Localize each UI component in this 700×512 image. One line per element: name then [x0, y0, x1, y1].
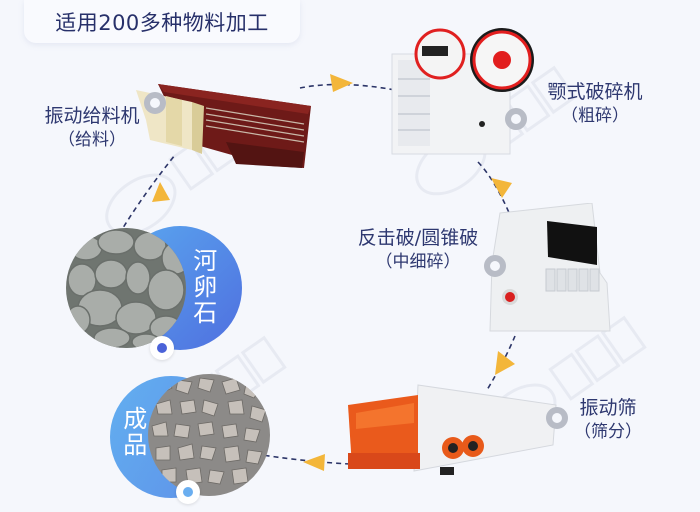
jaw-label: 颚式破碎机 （粗碎） [535, 80, 655, 127]
jaw-name: 颚式破碎机 [547, 81, 643, 103]
feeder-name: 振动给料机 [44, 105, 140, 127]
impact-name: 反击破/圆锥破 [357, 227, 479, 249]
page-title: 适用200多种物料加工 [55, 10, 269, 35]
jaw-marker-icon [505, 108, 527, 130]
feeder-role: （给料） [58, 129, 126, 150]
screen-marker-icon [546, 407, 568, 429]
feeder-label: 振动给料机 （给料） [32, 104, 152, 151]
screen-role: （筛分） [574, 421, 642, 442]
screen-label: 振动筛 （筛分） [568, 396, 648, 443]
gravel-image [148, 374, 270, 496]
impact-crusher-image [489, 203, 611, 332]
pebbles-image [66, 228, 186, 348]
arrow-icon [491, 178, 512, 198]
raw-material-label: 河卵石 [188, 248, 217, 326]
raw-material-dot-icon [150, 336, 174, 360]
product-dot-icon [176, 480, 200, 504]
impact-marker-icon [484, 255, 506, 277]
screen-name: 振动筛 [579, 397, 637, 419]
jaw-crusher-image [391, 28, 534, 155]
arrow-icon [495, 351, 515, 375]
vibrating-screen-image [348, 384, 557, 475]
title-card: 适用200多种物料加工 [24, 0, 300, 43]
product-label: 成品 [118, 406, 147, 458]
raw-material-card: 河卵石 [66, 226, 242, 360]
product-card: 成品 [110, 372, 270, 504]
jaw-role: （粗碎） [561, 105, 629, 126]
impact-label: 反击破/圆锥破 （中细碎） [343, 226, 493, 273]
arrow-icon [152, 182, 170, 202]
feeder-marker-icon [144, 92, 166, 114]
arrow-icon [303, 454, 325, 471]
vibrating-feeder-image [136, 84, 311, 168]
arrow-icon [330, 74, 353, 92]
impact-role: （中细碎） [375, 251, 461, 272]
